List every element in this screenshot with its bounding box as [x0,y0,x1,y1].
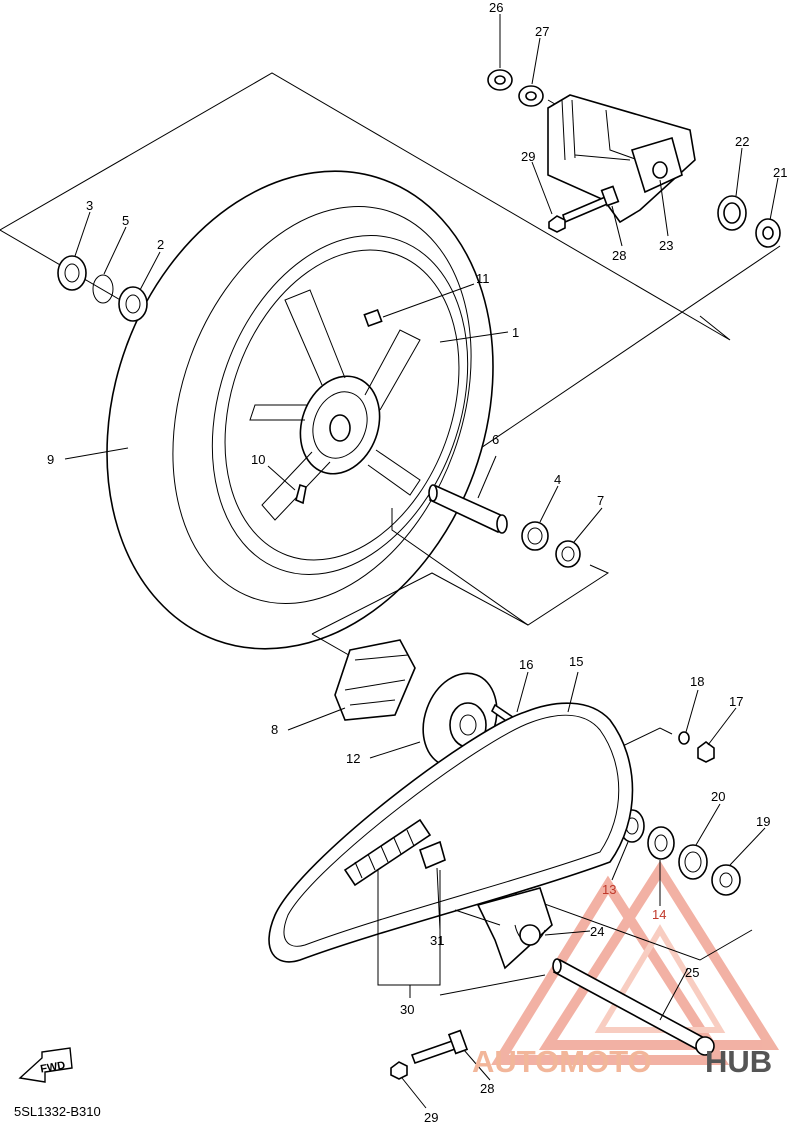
label-29-lower: 29 [424,1110,438,1124]
leader-lines [64,14,779,1109]
label-12: 12 [346,751,360,766]
label-17: 17 [729,694,743,709]
label-23: 23 [659,238,673,253]
label-4: 4 [554,472,561,487]
watermark-text-primary: AUTOMOTO [472,1044,652,1079]
label-10: 10 [251,452,265,467]
label-11: 11 [476,271,490,286]
label-20: 20 [711,789,725,804]
label-29: 29 [521,149,535,164]
label-18: 18 [690,674,704,689]
label-30: 30 [400,1002,414,1017]
label-28-lower: 28 [480,1081,494,1096]
label-26: 26 [489,0,503,15]
lower-adjust-bolt [390,1029,469,1080]
watermark-text: AUTOMOTO HUB [472,1044,772,1079]
label-22: 22 [735,134,749,149]
label-14: 14 [652,907,666,922]
label-7: 7 [597,493,604,508]
part-labels: 26 27 29 22 21 28 23 3 5 2 11 1 9 6 10 4… [47,0,787,1124]
label-21: 21 [773,165,787,180]
left-bearings [57,255,148,322]
label-3: 3 [86,198,93,213]
axle-collars [391,484,610,626]
label-15: 15 [569,654,583,669]
label-6: 6 [492,432,499,447]
label-8: 8 [271,722,278,737]
label-19: 19 [756,814,770,829]
label-2: 2 [157,237,164,252]
rear-wheel [106,170,494,650]
label-31: 31 [430,933,444,948]
drive-chain [268,702,634,963]
label-1: 1 [512,325,519,340]
label-28: 28 [612,248,626,263]
diagram-code: 5SL1332-B310 [14,1104,101,1119]
label-5: 5 [122,213,129,228]
forward-arrow-icon: FWD [18,1047,73,1083]
watermark-text-secondary: HUB [705,1044,772,1079]
rear-axle [552,958,715,1056]
label-9: 9 [47,452,54,467]
fwd-label: FWD [39,1059,66,1075]
label-13: 13 [602,882,616,897]
label-24: 24 [590,924,604,939]
label-25: 25 [685,965,699,980]
label-16: 16 [519,657,533,672]
chain-puller-block [439,887,553,996]
label-27: 27 [535,24,549,39]
